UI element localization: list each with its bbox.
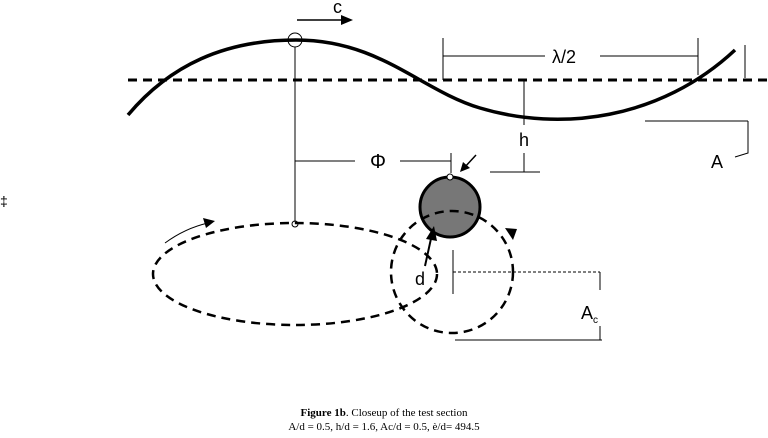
amplitude-label: A [711, 152, 723, 172]
figure-label: Figure 1b [300, 407, 346, 419]
orbit-direction-arrowhead [203, 218, 215, 228]
amplitude-leader [734, 121, 749, 158]
depth-label: h [519, 130, 529, 150]
cylinder-pointer-head [460, 162, 470, 172]
figure-title: . Closeup of the test section [345, 407, 468, 419]
orbit-amplitude-label: Ac [581, 303, 598, 326]
diameter-label: d [415, 269, 425, 289]
cylinder [418, 175, 482, 239]
orbit-direction-arrow [164, 222, 209, 244]
cylinder-orbit-arrowhead [505, 228, 517, 240]
orbit-amplitude-subscript: c [593, 315, 598, 326]
orbit-path-large [151, 221, 439, 327]
half-wavelength-label: λ/2 [552, 47, 576, 67]
wave-speed-arrowhead [341, 15, 353, 25]
wave-profile [126, 38, 737, 122]
figure-parameters: A/d = 0.5, h/d = 1.6, Aс/d = 0.5, è/d= 4… [288, 421, 480, 433]
margin-mark: ‡ [0, 193, 8, 209]
wave-speed-label: c [333, 0, 342, 17]
cylinder-top-marker [446, 173, 454, 181]
diameter-arrowhead [426, 226, 437, 241]
phase-label: Φ [370, 151, 386, 173]
figure-caption: Figure 1b. Closeup of the test section [0, 407, 768, 419]
